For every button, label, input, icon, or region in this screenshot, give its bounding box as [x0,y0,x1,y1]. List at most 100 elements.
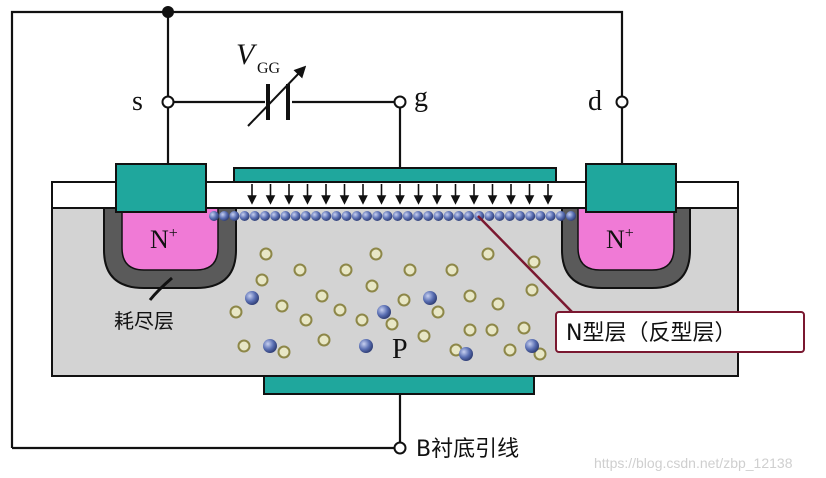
channel-electron [290,211,301,221]
channel-electron [280,211,291,221]
channel-electron [545,211,556,221]
channel-electron [341,211,352,221]
gate-contact [233,167,557,183]
hole [445,263,459,277]
substrate-electron [245,291,259,305]
hole [403,263,417,277]
channel-electron [249,211,260,221]
hole [503,343,517,357]
hole [485,323,499,337]
source-contact [115,163,207,213]
channel-electron [351,211,362,221]
channel-electron [525,211,536,221]
channel-electron [423,211,434,221]
channel-electron [392,211,403,221]
hole [275,299,289,313]
hole [397,293,411,307]
junction-dot [162,6,174,18]
channel-electron [504,211,515,221]
channel-electron [260,211,270,221]
hole [299,313,313,327]
vgg-source [247,65,307,127]
wires [10,10,624,450]
hole [229,305,243,319]
channel-electron [311,211,321,221]
hole [491,297,505,311]
bulk-label: B衬底引线 [416,437,519,462]
hole [481,247,495,261]
hole [417,329,431,343]
channel-electron [443,211,454,221]
watermark: https://blog.csdn.net/zbp_12138 [594,455,793,471]
holes [229,247,547,361]
hole [317,333,331,347]
n-layer-callout-box [555,311,805,353]
depletion-leader [148,276,173,301]
hole [339,263,353,277]
n-plus-region-left [121,207,219,271]
hole [333,303,347,317]
p-substrate-label: P [392,334,408,365]
channel-electron [229,211,240,221]
hole [277,345,291,359]
hole [533,347,547,361]
inversion-channel [209,211,576,221]
hole [463,289,477,303]
channel-electron [270,211,281,221]
hole [315,289,329,303]
electrons [245,291,539,361]
drain-contact [585,163,677,213]
gate-label: g [414,82,428,113]
n-layer-label: N型层（反型层） [566,321,736,346]
channel-electron [321,211,332,221]
channel-electron [372,211,383,221]
substrate-electron [263,339,277,353]
substrate-electron [377,305,391,319]
substrate-electron [525,339,539,353]
channel-electron [413,211,423,221]
substrate-electron [459,347,473,361]
bulk-contact [263,375,535,395]
hole [237,339,251,353]
source-label: s [132,86,143,117]
hole [259,247,273,261]
hole [517,321,531,335]
hole [463,323,477,337]
n-plus-label-right: N+ [606,225,634,254]
source-terminal[interactable] [161,95,175,109]
n-plus-region-right [577,207,675,271]
hole [365,279,379,293]
channel-electron [464,211,474,221]
vgg-arrow-icon [247,65,307,127]
hole [369,247,383,261]
channel-electron [300,211,311,221]
channel-electron [402,211,413,221]
channel-electron [453,211,464,221]
n-layer-leader [477,215,575,315]
n-plus-label-left: N+ [150,225,178,254]
hole [525,283,539,297]
channel-electron [362,211,372,221]
hole [385,317,399,331]
channel-electron [494,211,505,221]
hole [355,313,369,327]
channel-electron [219,211,230,221]
channel-electron [331,211,342,221]
hole [293,263,307,277]
substrate-electron [359,339,373,353]
hole [431,305,445,319]
channel-electron [484,211,495,221]
channel-electron [433,211,444,221]
drain-terminal[interactable] [615,95,629,109]
channel-electron [566,211,576,221]
field-arrows [247,184,553,205]
hole [527,255,541,269]
channel-electron [515,211,525,221]
channel-electron [555,211,566,221]
top-wire [10,10,624,448]
substrate-electron [423,291,437,305]
gate-terminal[interactable] [393,95,407,109]
channel-electron [382,211,393,221]
bulk-terminal[interactable] [393,441,407,455]
